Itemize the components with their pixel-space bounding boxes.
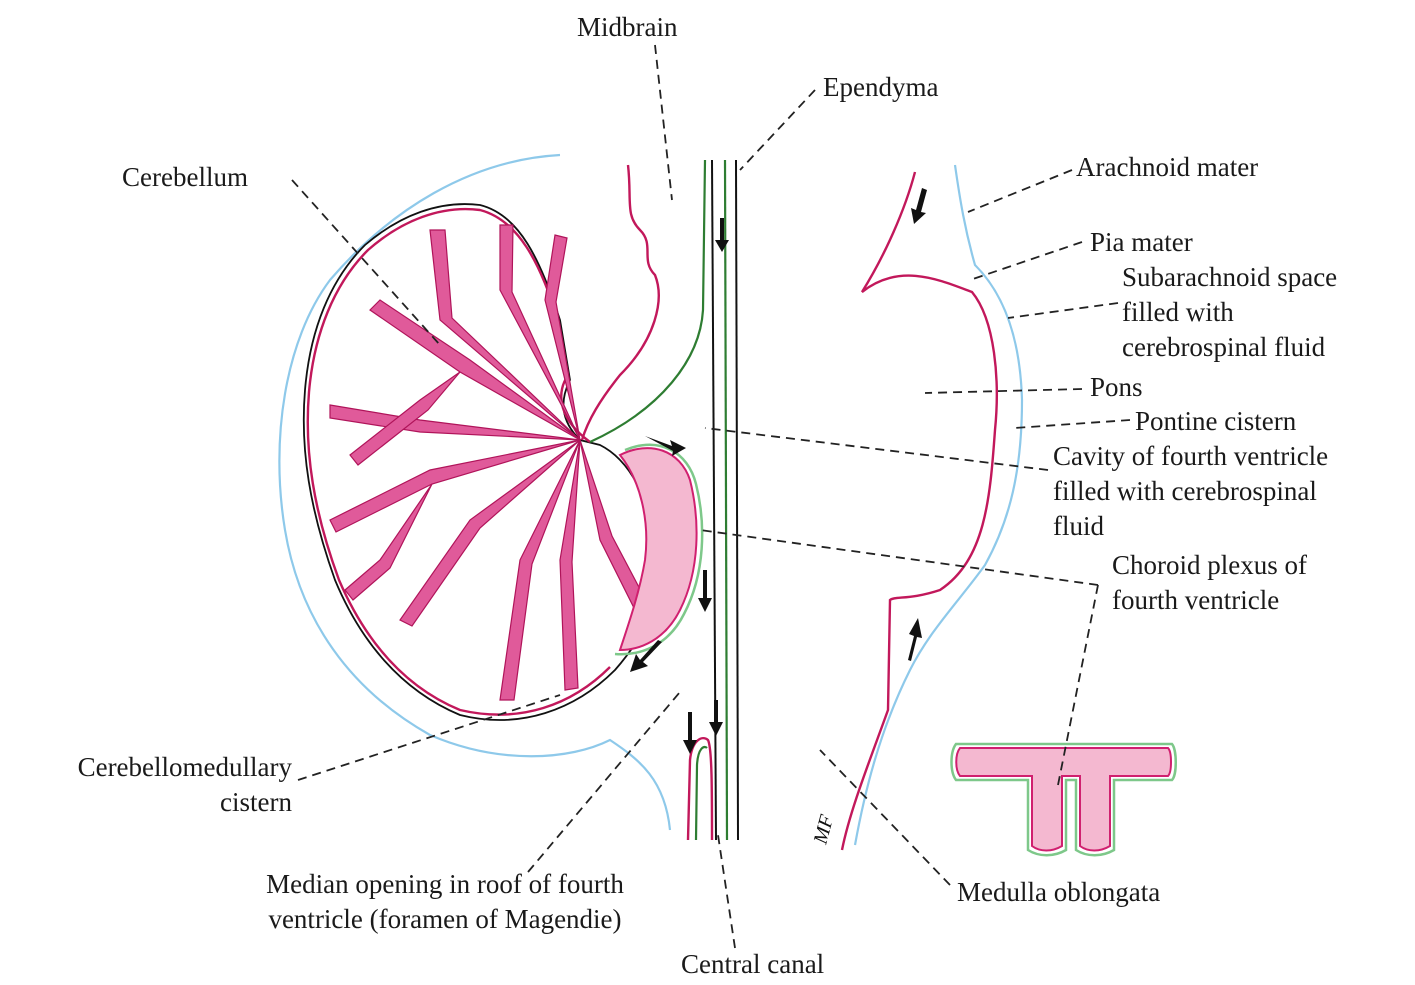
ependyma-line-left	[712, 160, 716, 840]
label-pia-mater: Pia mater	[1090, 225, 1193, 260]
label-pontine-cistern: Pontine cistern	[1135, 404, 1296, 439]
ependyma-line-green	[725, 160, 727, 840]
label-midbrain: Midbrain	[577, 10, 678, 45]
choroid-plexus	[620, 448, 697, 650]
label-cavity-fourth-ventricle: Cavity of fourth ventricle filled with c…	[1053, 439, 1328, 544]
midbrain-outline	[582, 165, 659, 440]
arbor-vitae	[330, 225, 652, 700]
label-central-canal: Central canal	[681, 947, 824, 982]
label-medulla-oblongata: Medulla oblongata	[957, 875, 1160, 910]
label-cerebellum: Cerebellum	[122, 160, 248, 195]
arachnoid-outline-cerebellum	[279, 155, 670, 830]
label-cerebellomedullary-cistern: Cerebellomedullary cistern	[14, 750, 292, 820]
choroid-plexus-inset	[956, 748, 1171, 851]
ependyma-line-right	[736, 160, 738, 840]
artist-signature: MF	[809, 812, 838, 847]
label-pons: Pons	[1090, 370, 1143, 405]
label-median-opening: Median opening in roof of fourth ventric…	[210, 867, 680, 937]
label-subarachnoid-space: Subarachnoid space filled with cerebrosp…	[1122, 260, 1337, 365]
label-choroid-plexus: Choroid plexus of fourth ventricle	[1112, 548, 1307, 618]
label-arachnoid-mater: Arachnoid mater	[1076, 150, 1258, 185]
label-ependyma: Ependyma	[823, 70, 938, 105]
central-canal-ependyma	[696, 747, 707, 840]
midbrain-ependyma	[590, 160, 705, 442]
